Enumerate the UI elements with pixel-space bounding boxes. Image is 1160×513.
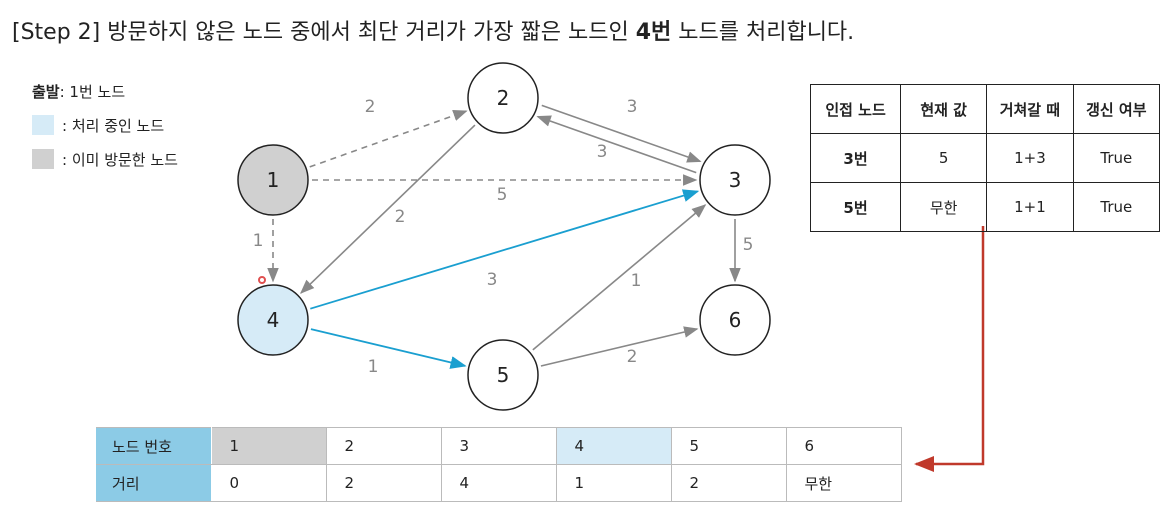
edge-weight-3-6: 5 xyxy=(743,235,754,255)
node-label-1: 1 xyxy=(267,168,280,192)
edge-weight-3-2: 3 xyxy=(597,142,608,162)
distance-cell: 2 xyxy=(326,464,442,502)
node-label-5: 5 xyxy=(497,363,510,387)
cursor-dot xyxy=(258,276,266,284)
visited-swatch xyxy=(32,149,54,169)
update-table-header: 현재 값 xyxy=(900,84,988,134)
edge-4-3 xyxy=(310,189,700,310)
node-circle-5 xyxy=(467,339,539,411)
distance-cell: 무한 xyxy=(786,464,902,502)
update-table-cell: True xyxy=(1072,182,1160,232)
legend-processing-label: : 처리 중인 노드 xyxy=(62,116,165,135)
update-table-cell: 3번 xyxy=(809,133,902,183)
update-table-header: 거쳐갈 때 xyxy=(986,84,1074,134)
edge-weight-2-3: 3 xyxy=(627,97,638,117)
distance-cell: 1 xyxy=(211,427,327,465)
nodes-layer: 1 2 3 4 5 6 xyxy=(237,62,771,411)
node-4: 4 xyxy=(237,284,309,356)
legend-processing: : 처리 중인 노드 xyxy=(32,114,178,136)
page-title: [Step 2] 방문하지 않은 노드 중에서 최단 거리가 가장 짧은 노드인… xyxy=(12,14,854,46)
node-circle-3 xyxy=(699,144,771,216)
edge-weight-4-3: 3 xyxy=(487,270,498,290)
node-6: 6 xyxy=(699,284,771,356)
title-prefix: [Step 2] 방문하지 않은 노드 중에서 최단 거리가 가장 짧은 노드인 xyxy=(12,20,636,45)
distance-cell: 3 xyxy=(441,427,557,465)
node-label-6: 6 xyxy=(729,308,742,332)
update-table-cell: 5 xyxy=(900,133,988,183)
update-table-cell: 5번 xyxy=(809,182,902,232)
distance-cell: 0 xyxy=(211,464,327,502)
node-circle-2 xyxy=(467,62,539,134)
legend-start: 출발: 1번 노드 xyxy=(32,80,178,102)
edges-layer: 2 5 1 3 3 2 3 1 1 2 5 xyxy=(253,97,754,377)
edge-5-3 xyxy=(532,204,707,351)
legend-start-value: : 1번 노드 xyxy=(59,82,126,101)
edge-3-2 xyxy=(536,115,697,174)
update-table-cell: True xyxy=(1072,133,1160,183)
distance-cell: 6 xyxy=(786,427,902,465)
update-table-header: 갱신 여부 xyxy=(1072,84,1160,134)
node-circle-1 xyxy=(237,144,309,216)
edge-weight-4-5: 1 xyxy=(368,357,379,377)
edge-5-6 xyxy=(540,326,699,367)
update-table-cell: 1+3 xyxy=(986,133,1074,183)
title-bold: 4번 xyxy=(635,20,672,45)
node-label-2: 2 xyxy=(497,86,510,110)
distance-cell: 1 xyxy=(556,464,672,502)
node-2: 2 xyxy=(467,62,539,134)
legend-visited: : 이미 방문한 노드 xyxy=(32,148,178,170)
legend-start-label: 출발 xyxy=(32,82,60,101)
distance-cell: 5 xyxy=(671,427,787,465)
update-table-cell: 1+1 xyxy=(986,182,1074,232)
edge-weight-1-3: 5 xyxy=(497,185,508,205)
edge-4-5 xyxy=(310,328,467,369)
edge-weight-2-4: 2 xyxy=(395,207,406,227)
edge-2-3 xyxy=(541,104,702,163)
distance-cell: 4 xyxy=(556,427,672,465)
node-circle-4 xyxy=(237,284,309,356)
node-5: 5 xyxy=(467,339,539,411)
node-1: 1 xyxy=(237,144,309,216)
update-table-header: 인접 노드 xyxy=(809,84,902,134)
node-3: 3 xyxy=(699,144,771,216)
edge-weight-1-2: 2 xyxy=(365,97,376,117)
legend: 출발: 1번 노드 : 처리 중인 노드 : 이미 방문한 노드 xyxy=(32,80,178,182)
edge-weight-5-3: 1 xyxy=(631,271,642,291)
edge-weight-1-4: 1 xyxy=(253,231,264,251)
edge-2-4 xyxy=(300,124,476,294)
distance-row-label: 거리 xyxy=(96,464,212,502)
edge-1-2 xyxy=(309,110,468,168)
update-table-cell: 무한 xyxy=(900,182,988,232)
edge-weight-5-6: 2 xyxy=(627,347,638,367)
legend-visited-label: : 이미 방문한 노드 xyxy=(62,150,178,169)
distance-row-label: 노드 번호 xyxy=(96,427,212,465)
distance-cell: 4 xyxy=(441,464,557,502)
title-suffix: 노드를 처리합니다. xyxy=(671,20,855,45)
node-label-3: 3 xyxy=(729,168,742,192)
distance-cell: 2 xyxy=(326,427,442,465)
node-circle-6 xyxy=(699,284,771,356)
node-label-4: 4 xyxy=(267,308,280,332)
update-pointer-arrow xyxy=(914,226,985,472)
processing-swatch xyxy=(32,115,54,135)
distance-cell: 2 xyxy=(671,464,787,502)
